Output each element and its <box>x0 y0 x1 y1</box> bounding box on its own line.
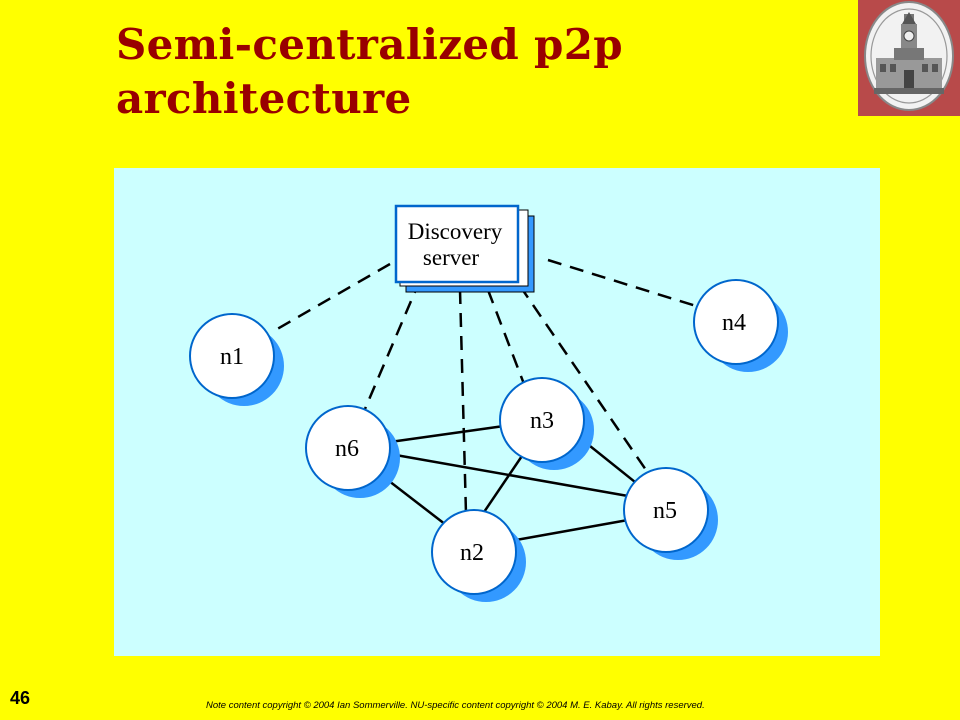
node-n3: n3 <box>499 377 594 470</box>
node-n5-label: n5 <box>653 498 677 524</box>
link-n6-n2 <box>379 473 451 529</box>
node-n6: n6 <box>305 405 400 498</box>
link-server-n4 <box>547 258 697 308</box>
node-n1: n1 <box>189 313 284 406</box>
p2p-diagram: Discovery server n1 n4 n3 n6 n5 <box>114 168 880 656</box>
node-n4: n4 <box>693 279 788 372</box>
link-server-n2 <box>458 289 468 515</box>
node-n2-label: n2 <box>460 540 484 566</box>
link-n3-n2 <box>478 449 528 519</box>
link-server-n1 <box>271 262 391 334</box>
server-label-line2: server <box>423 245 480 270</box>
copyright-notice: Note content copyright © 2004 Ian Sommer… <box>206 700 705 711</box>
slide-title: Semi-centralized p2p architecture <box>116 18 836 126</box>
page-number: 46 <box>10 688 31 708</box>
node-n1-label: n1 <box>220 344 244 370</box>
title-line-2: architecture <box>116 74 412 123</box>
node-n5: n5 <box>623 467 718 560</box>
link-server-n3 <box>486 289 526 385</box>
title-line-1: Semi-centralized p2p <box>116 20 623 69</box>
university-logo <box>858 0 960 116</box>
link-server-n6 <box>360 279 422 417</box>
link-server-n5 <box>518 285 648 471</box>
node-n3-label: n3 <box>530 408 554 434</box>
clocktower-seal-icon <box>864 1 954 111</box>
link-n5-n2 <box>515 518 629 542</box>
discovery-server-box: Discovery server <box>394 204 535 293</box>
node-n2: n2 <box>431 509 526 602</box>
node-n4-label: n4 <box>722 310 746 336</box>
node-n6-label: n6 <box>335 436 359 462</box>
link-n6-n3 <box>389 424 505 444</box>
server-label-line1: Discovery <box>408 219 503 244</box>
